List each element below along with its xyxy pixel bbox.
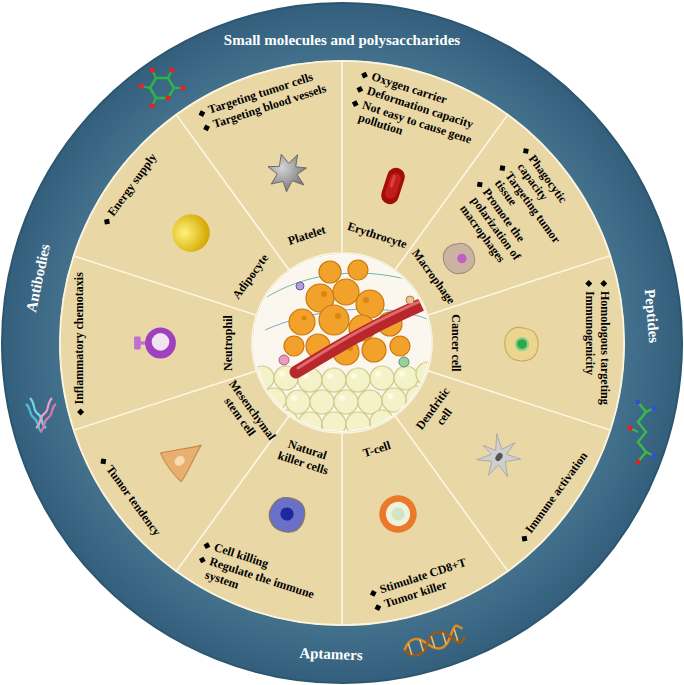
bullet-diamond: [600, 280, 607, 287]
bullet-diamond: [357, 86, 364, 93]
sector-outline: [74, 115, 289, 315]
feature-text: Immunogenicity: [583, 291, 597, 375]
sector-outline: [342, 416, 508, 625]
ring-label: Peptides: [640, 288, 663, 344]
bullet-diamond: [199, 556, 206, 563]
dna-icon: [402, 624, 466, 659]
bullet-diamond: [522, 536, 528, 542]
bullet-diamond: [361, 72, 368, 79]
bullet-diamond: [203, 124, 210, 131]
peptide-icon: [627, 400, 656, 465]
bullet-diamond: [476, 182, 482, 188]
inner-disk: [60, 61, 624, 625]
cell-name: Cancer cell: [448, 314, 462, 373]
bullet-diamond: [104, 219, 110, 225]
bullet-row: Immunogenicity: [582, 280, 596, 406]
bullet-diamond: [100, 459, 106, 465]
cancer-cell-icon: [500, 321, 544, 365]
ring-label: Small molecules and polysaccharides: [224, 31, 460, 49]
bullet-diamond: [500, 165, 506, 171]
bullet-diamond: [204, 542, 211, 549]
bullet-diamond: [374, 604, 381, 611]
bullet-row: Homologous targeting: [597, 280, 611, 406]
bullet-row: Inflammatory chemotaxis: [73, 271, 87, 416]
cell-name: Neutrophil: [222, 315, 236, 372]
bullet-diamond: [523, 148, 529, 154]
ring-label: Aptamers: [299, 644, 363, 664]
glucose-icon: [138, 67, 185, 108]
outer-ring: [2, 3, 682, 683]
feature-list: Homologous targetingImmunogenicity: [581, 280, 612, 406]
antibody-icon: [26, 398, 56, 432]
feature-list: Inflammatory chemotaxis: [72, 271, 88, 416]
feature-text: Homologous targeting: [598, 291, 612, 405]
feature-text: Inflammatory chemotaxis: [72, 272, 86, 404]
bullet-diamond: [585, 280, 592, 287]
bullet-diamond: [370, 590, 377, 597]
bullet-diamond: [77, 408, 84, 415]
bullet-diamond: [199, 110, 206, 117]
ring-label: Antibodies: [22, 243, 54, 314]
bullet-diamond: [352, 100, 359, 107]
neutrophil-icon: [133, 321, 177, 365]
